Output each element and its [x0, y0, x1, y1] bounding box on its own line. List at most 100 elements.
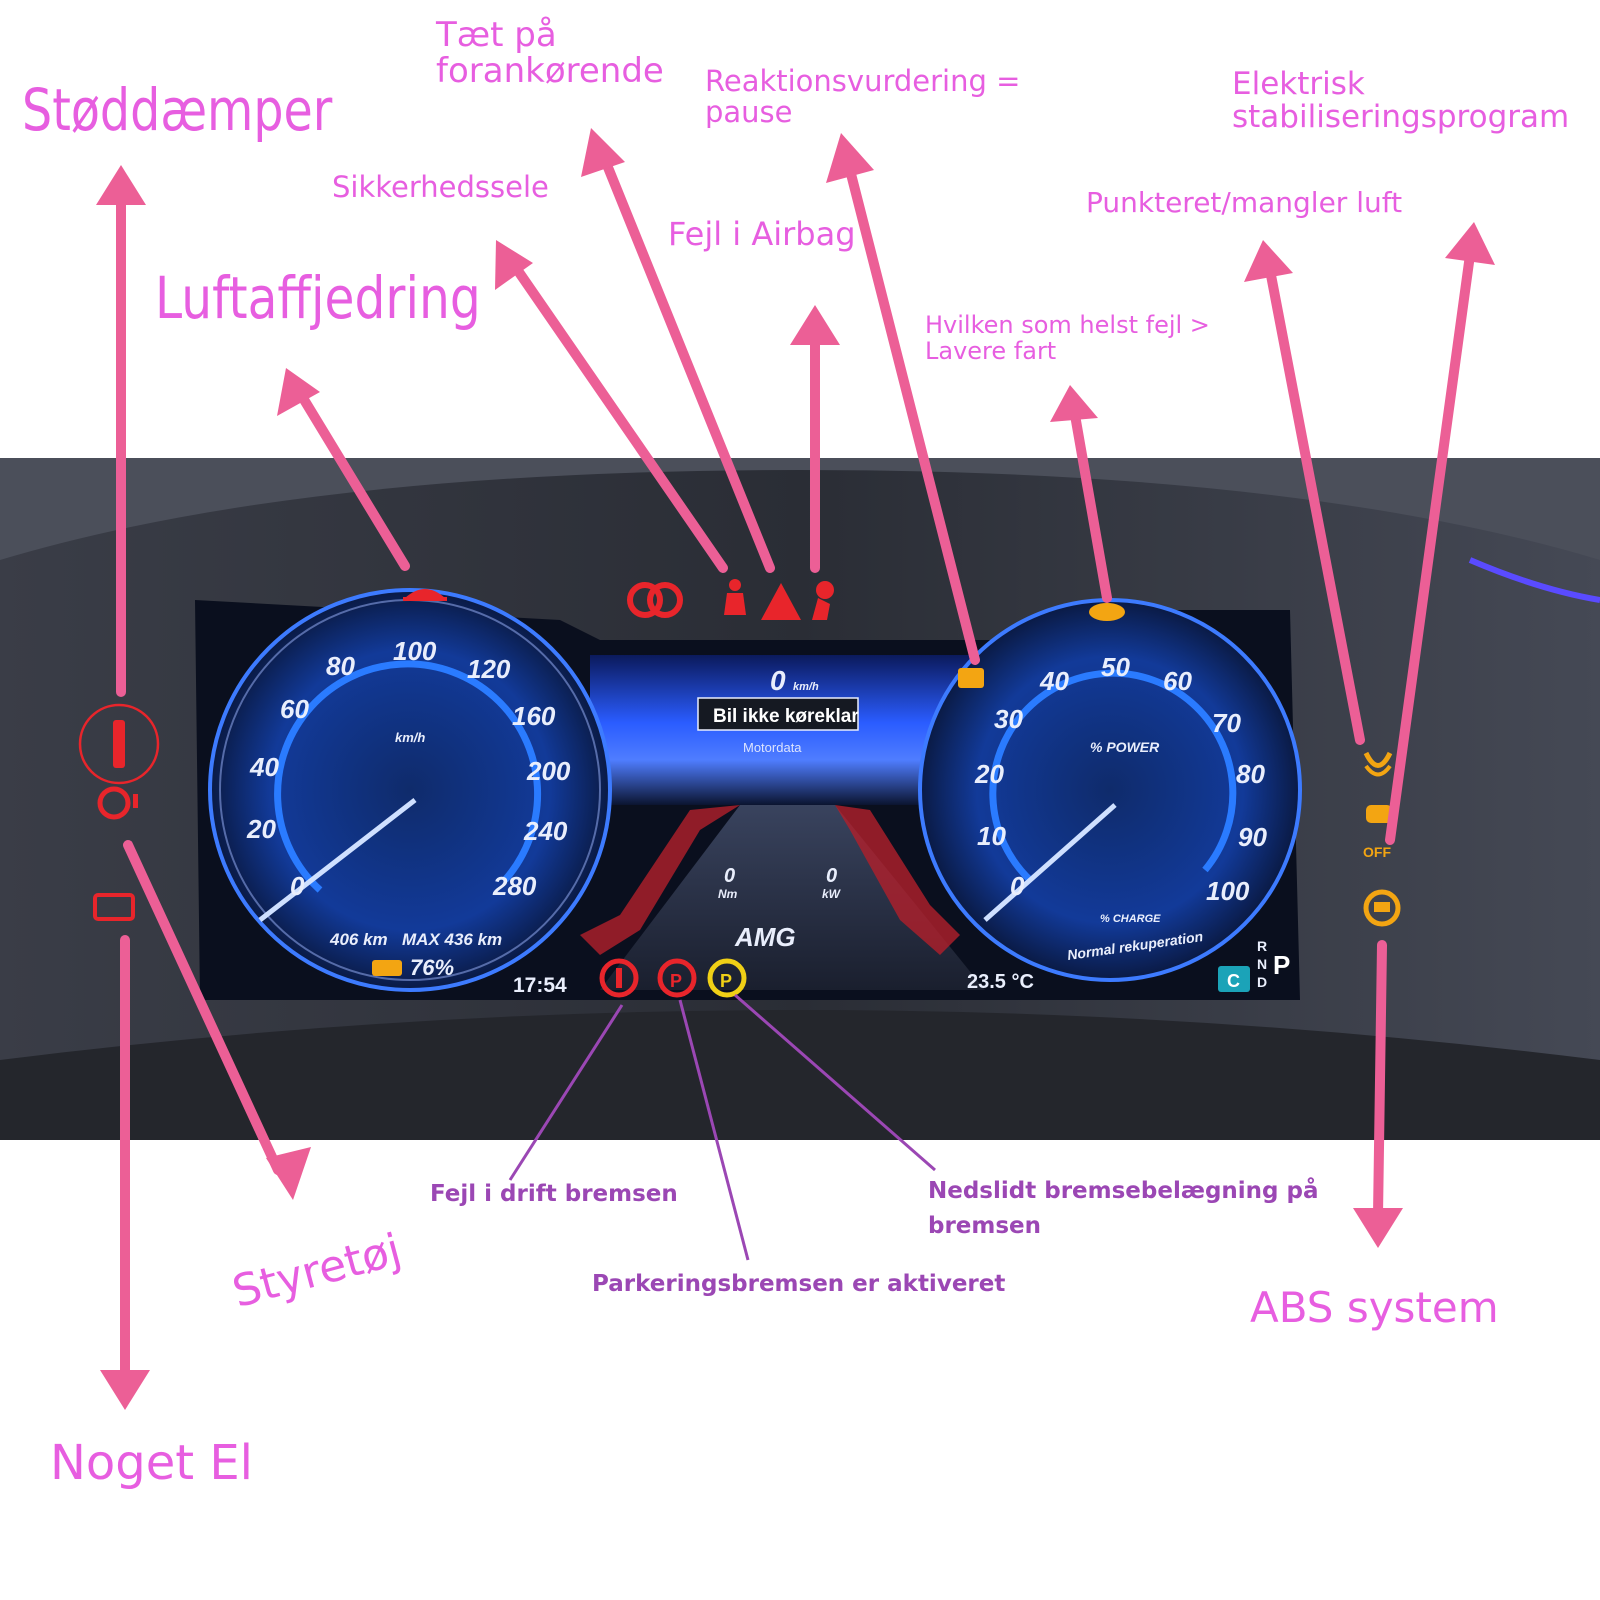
clock: 17:54: [513, 974, 567, 997]
label-sikkerhedssele: Sikkerhedssele: [332, 170, 549, 204]
speedo-tick-20: 20: [246, 814, 276, 844]
steering-warning-icon: [97, 786, 138, 820]
speedo-tick-100: 100: [393, 636, 437, 666]
distance-warning-icon: [627, 582, 683, 618]
ambient-light-strip: [1468, 557, 1600, 603]
arrow-punkteret: [1265, 265, 1365, 745]
parking-brake-icon: P: [657, 958, 697, 998]
speedo-tick-240: 240: [523, 816, 568, 846]
esp-off-icon: OFF: [1363, 805, 1392, 860]
speedo-tick-0: 0: [290, 871, 305, 901]
status-subtext: Motordata: [743, 740, 802, 755]
dash-bottom-trim: [0, 1010, 1600, 1140]
power-tick-60: 60: [1163, 666, 1192, 696]
power-tick-0: 0: [1010, 871, 1025, 901]
arrow-reaktion: [845, 165, 980, 665]
annotation-arrows: [116, 150, 1475, 1380]
torque-value: 0: [724, 865, 735, 887]
speedo-tick-40: 40: [249, 752, 279, 782]
arrow-luftaffjedring: [295, 388, 410, 571]
label-parkering: Parkeringsbremsen er aktiveret: [592, 1271, 1006, 1297]
label-elektrisk: Elektrisk stabiliseringsprogram: [1232, 66, 1570, 135]
speedo-unit: km/h: [395, 730, 425, 745]
power-inner-arc: [989, 669, 1237, 883]
gear-n: N: [1257, 956, 1267, 972]
label-abs: ABS system: [1250, 1283, 1499, 1332]
kw-value: 0: [826, 865, 837, 887]
speedo-tick-160: 160: [512, 701, 556, 731]
label-luftaffjedring: Luftaffjedring: [155, 264, 481, 332]
speedometer-inner-arc: [274, 660, 542, 893]
brake-annotation-lines: [508, 993, 936, 1261]
gear-d: D: [1257, 974, 1267, 990]
speedo-tick-200: 200: [526, 756, 571, 786]
arrow-taet-paa: [598, 150, 775, 573]
speedometer-dial: [208, 588, 612, 992]
drive-mode-letter: C: [1227, 971, 1240, 991]
shock-absorber-icon: [78, 703, 160, 785]
label-hvilken: Hvilken som helst fejl > Lavere fart: [925, 311, 1210, 366]
right-lane-warning: [835, 805, 960, 955]
label-nedslidt: Nedslidt bremsebelægning på bremsen: [928, 1178, 1319, 1239]
attention-assist-icon: [958, 668, 984, 688]
svg-text:OFF: OFF: [1363, 844, 1391, 860]
dash-top-trim: [0, 458, 1600, 560]
label-fejl-drift: Fejl i drift bremsen: [430, 1181, 678, 1207]
seatbelt-icon: [724, 579, 746, 615]
arrow-heads: [96, 128, 1495, 1410]
power-tick-90: 90: [1238, 822, 1267, 852]
label-reaktion: Reaktionsvurdering = pause: [705, 64, 1021, 130]
gear-r: R: [1257, 938, 1267, 954]
air-suspension-icon: [403, 589, 447, 601]
brake-fault-icon: [599, 958, 639, 998]
battery-warning-icon: [93, 893, 135, 921]
kw-unit: kW: [822, 887, 842, 901]
speedo-tick-80: 80: [326, 651, 355, 681]
battery-plug-icon: [372, 960, 402, 976]
arrow-styretoj: [123, 840, 283, 1175]
gear-p: P: [1273, 950, 1290, 980]
arrow-sikkerhedssele: [509, 260, 728, 573]
center-speed: 0: [770, 665, 786, 696]
limp-mode-turtle-icon: [1089, 603, 1125, 621]
charge-label: % CHARGE: [1100, 913, 1161, 925]
label-noget-el: Noget El: [50, 1435, 254, 1491]
power-tick-10: 10: [977, 821, 1006, 851]
power-tick-80: 80: [1236, 759, 1265, 789]
torque-unit: Nm: [718, 887, 738, 901]
abs-icon: [1363, 889, 1401, 927]
speedo-tick-120: 120: [467, 654, 511, 684]
brake-pad-wear-icon: P: [707, 958, 747, 998]
left-lane-warning: [580, 805, 740, 955]
center-speed-unit: km/h: [793, 681, 819, 693]
label-stoddaemper: Støddæmper: [22, 76, 333, 144]
status-box: [697, 697, 859, 731]
line-fejl-drift: [508, 1004, 624, 1181]
power-tick-100: 100: [1206, 876, 1250, 906]
range-max: MAX 436 km: [402, 930, 502, 949]
power-title: % POWER: [1090, 739, 1160, 755]
tire-pressure-icon: [1363, 751, 1393, 777]
warning-triangle-icon: [761, 583, 801, 620]
airbag-icon: [812, 581, 834, 620]
speedo-tick-60: 60: [280, 694, 309, 724]
road-perspective: [600, 805, 985, 990]
label-taet-paa: Tæt på forankørende: [436, 15, 664, 91]
power-tick-40: 40: [1039, 666, 1069, 696]
svg-text:P: P: [670, 971, 682, 991]
power-tick-20: 20: [974, 759, 1004, 789]
speedo-tick-280: 280: [492, 871, 537, 901]
label-airbag: Fejl i Airbag: [668, 215, 856, 253]
arrow-abs: [1373, 940, 1387, 1220]
arrow-elektrisk: [1385, 250, 1475, 845]
power-tick-70: 70: [1212, 708, 1241, 738]
line-parkering: [678, 999, 750, 1261]
power-tick-50: 50: [1101, 652, 1130, 682]
label-punkteret: Punkteret/mangler luft: [1086, 186, 1403, 219]
power-needle: [983, 803, 1117, 922]
arrow-hvilken: [1070, 410, 1112, 603]
range-remaining: 406 km: [329, 930, 388, 949]
status-text: Bil ikke køreklar: [713, 706, 859, 727]
drive-mode-badge: [1218, 966, 1250, 992]
